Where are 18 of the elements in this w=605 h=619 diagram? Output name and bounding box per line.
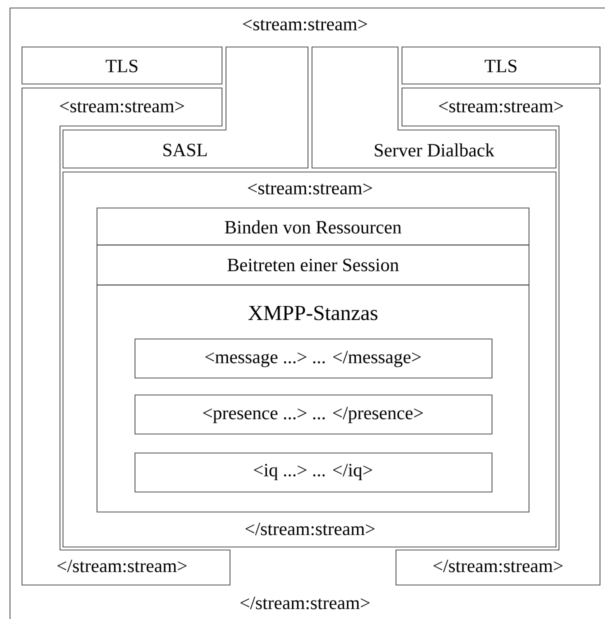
tag-label: </stream:stream> xyxy=(245,522,375,536)
tag-label: <stream:stream> xyxy=(60,102,184,112)
tag-label: <stream:stream> xyxy=(243,20,367,30)
tag-label: SASL xyxy=(163,144,207,156)
tag-label: TLS xyxy=(106,60,138,72)
tag-label: TLS xyxy=(484,60,516,72)
tag-label: <presence ...> ... </presence> xyxy=(203,406,423,424)
tag-label: </stream:stream> xyxy=(433,560,563,572)
tag-label: <iq ...> ... </iq> xyxy=(254,464,372,480)
tag-label: XMPP-Stanzas xyxy=(248,306,378,320)
tag-label: <stream:stream> xyxy=(248,184,372,194)
tag-label: <message ...> ... </message> xyxy=(205,350,421,368)
tag-label: <stream:stream> xyxy=(439,102,563,112)
tag-label: Server Dialback xyxy=(374,143,494,157)
tag-label: Binden von Ressourcen xyxy=(224,220,402,234)
tag-label: </stream:stream> xyxy=(57,560,187,572)
tag-label: Beitreten einer Session xyxy=(228,258,399,272)
tag-label: </stream:stream> xyxy=(240,596,370,610)
